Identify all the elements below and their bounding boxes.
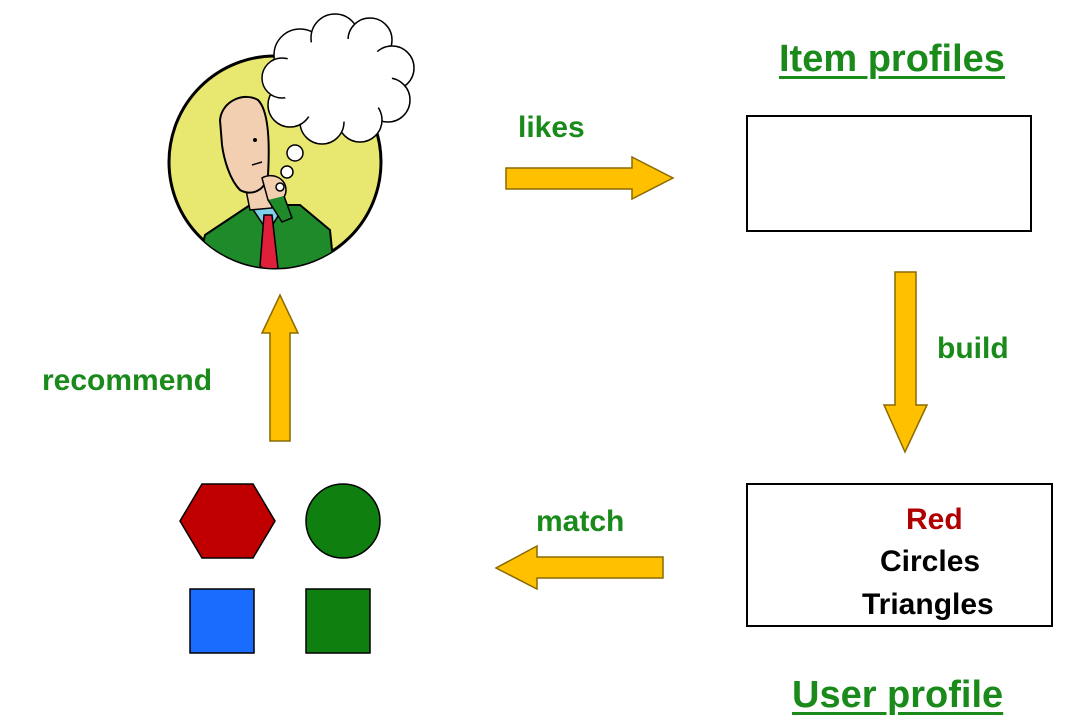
user-profile-triangles: Triangles	[862, 588, 994, 621]
recommend-arrow-icon	[260, 293, 300, 442]
recommended-red-hexagon	[179, 483, 276, 559]
user-profile-title: User profile	[792, 674, 1004, 716]
user-profile-circles: Circles	[880, 545, 981, 578]
user-profile-box	[746, 483, 1053, 627]
match-label: match	[536, 505, 625, 538]
match-arrow-icon	[494, 544, 664, 591]
recommend-label: recommend	[42, 364, 213, 397]
recommended-blue-square	[189, 588, 255, 654]
likes-arrow-icon	[505, 155, 675, 201]
build-arrow-icon	[882, 271, 929, 454]
thought-bubble-icon	[261, 13, 415, 192]
recommended-green-circle	[305, 483, 381, 559]
build-label: build	[937, 332, 1009, 365]
recommended-green-square	[305, 588, 371, 654]
item-profiles-box	[746, 115, 1032, 232]
likes-label: likes	[518, 111, 585, 144]
item-profiles-title: Item profiles	[779, 38, 1005, 80]
user-profile-red: Red	[906, 503, 963, 536]
